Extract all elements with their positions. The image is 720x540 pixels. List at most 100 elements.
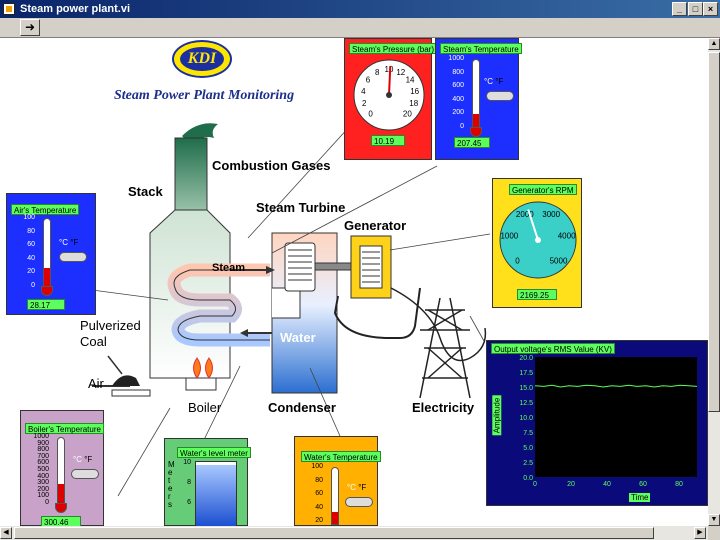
toolbar: ➜ (0, 18, 720, 38)
y-tick-label: 12.5 (519, 400, 533, 407)
y-tick-label: 17.5 (519, 370, 533, 377)
scale-tick-label: 100 (37, 492, 49, 500)
unit-toggle-switch[interactable] (59, 252, 87, 262)
air-temperature-value: 28.17 (27, 299, 65, 310)
scale-tick-label: 600 (37, 459, 49, 467)
scale-tick-label: 80 (315, 476, 323, 484)
unit-toggle-switch[interactable] (486, 91, 514, 101)
label-coal: Coal (80, 334, 107, 349)
dial-tick-label: 14 (406, 76, 415, 85)
coal-hopper (112, 375, 140, 386)
scale-tick-label: 60 (315, 490, 323, 497)
scale-tick-label: 100 (23, 214, 35, 221)
voltage-chart-caption: Output voltage's RMS Value (KV) (491, 343, 615, 354)
scale-tick-label: 0 (45, 499, 49, 506)
scale-tick-label: 1000 (33, 433, 49, 440)
app-icon (3, 3, 15, 15)
unit-label: °C °F (347, 483, 367, 492)
generator-coils (362, 251, 380, 283)
dial-tick-label: 16 (410, 87, 419, 96)
unit-toggle-switch[interactable] (71, 469, 99, 479)
scale-tick-label: 20 (315, 517, 323, 524)
dial-needle (388, 65, 392, 96)
dial-tick-label: 2000 (516, 210, 534, 219)
label-pulverized: Pulverized (80, 318, 141, 333)
run-arrow-icon[interactable]: ➜ (20, 19, 40, 36)
scale-tick-label: 400 (37, 472, 49, 480)
y-tick-label: 5.0 (523, 445, 533, 452)
scale-tick-label: 200 (37, 485, 49, 493)
water-arrowhead (240, 329, 248, 337)
dial-hub (386, 92, 392, 98)
scale-tick-label: 1000 (448, 55, 464, 62)
vertical-scrollbar[interactable]: ▲ ▼ (708, 38, 720, 526)
y-tick-label: 7.5 (523, 430, 533, 437)
unit-label: °C °F (484, 77, 504, 86)
boiler-temperature-bulb (55, 503, 67, 513)
water-temperature-fill (332, 511, 338, 524)
plant-diagram (91, 123, 491, 497)
scale-tick-label: 60 (27, 241, 35, 249)
scroll-up-icon[interactable]: ▲ (708, 38, 720, 50)
scale-tick-label: 0 (460, 123, 464, 130)
label-boiler: Boiler (188, 400, 222, 415)
vertical-scroll-thumb[interactable] (708, 52, 720, 412)
dial-tick-label: 8 (375, 68, 380, 77)
boiler-temperature-fill (58, 484, 64, 504)
dial-needle (527, 209, 539, 241)
scale-tick-label: 100 (311, 463, 323, 470)
minimize-button[interactable]: _ (672, 2, 687, 16)
scroll-right-icon[interactable]: ▶ (694, 527, 706, 539)
boiler-temperature-caption: Boiler's Temperature (25, 423, 104, 434)
burner-base (185, 377, 217, 391)
dial-tick-label: 0 (368, 109, 373, 118)
power-cable-2 (390, 287, 487, 362)
label-water: Water (280, 330, 316, 345)
air-temperature-tube (43, 218, 51, 288)
unit-toggle-switch[interactable] (345, 497, 373, 507)
dial-tick-label: 6 (366, 76, 371, 85)
y-tick-label: 20.0 (519, 355, 533, 362)
dial-tick-label: 18 (409, 99, 418, 108)
air-temperature-bulb (41, 286, 53, 296)
dial-tick-label: 5000 (550, 257, 568, 266)
scale-tick-label: 6 (187, 499, 191, 506)
scale-tick-label: 900 (37, 439, 49, 447)
air-temperature-fill (44, 267, 50, 287)
scale-tick-label: 40 (27, 254, 35, 262)
x-tick-label: 20 (567, 481, 575, 488)
horizontal-scroll-thumb[interactable] (14, 527, 654, 539)
water-temperature-tube (331, 467, 339, 525)
horizontal-scrollbar[interactable]: ◀ ▶ (0, 526, 708, 540)
maximize-button[interactable]: □ (688, 2, 703, 16)
dial-hub (535, 237, 541, 243)
page-title: Steam Power Plant Monitoring (114, 88, 295, 103)
window-title-bar: Steam power plant.vi _ □ × (0, 0, 720, 18)
close-button[interactable]: × (703, 2, 718, 16)
steam-temperature-bulb (470, 127, 482, 137)
y-tick-label: 0.0 (523, 475, 533, 482)
front-panel: KDI Steam Power Plant Monitoring Stack C… (0, 38, 708, 527)
flame-left (193, 357, 201, 379)
scroll-left-icon[interactable]: ◀ (0, 527, 12, 539)
dial-tick-label: 12 (396, 68, 405, 77)
voltage-chart-xlabel: Time (629, 493, 651, 502)
unit-label: °C °F (73, 455, 93, 464)
x-tick-label: 80 (675, 481, 683, 488)
scroll-down-icon[interactable]: ▼ (708, 514, 720, 526)
water-level-axis-label: Meters (168, 460, 175, 509)
x-tick-label: 60 (639, 481, 647, 488)
scale-tick-label: 700 (37, 452, 49, 460)
label-condenser: Condenser (268, 400, 336, 415)
scale-tick-label: 300 (37, 479, 49, 487)
generator-rotor (359, 245, 383, 289)
scale-tick-label: 200 (452, 109, 464, 117)
label-electricity: Electricity (412, 400, 475, 415)
x-tick-label: 0 (533, 481, 537, 488)
steam-pressure-value: 10.19 (371, 135, 405, 146)
